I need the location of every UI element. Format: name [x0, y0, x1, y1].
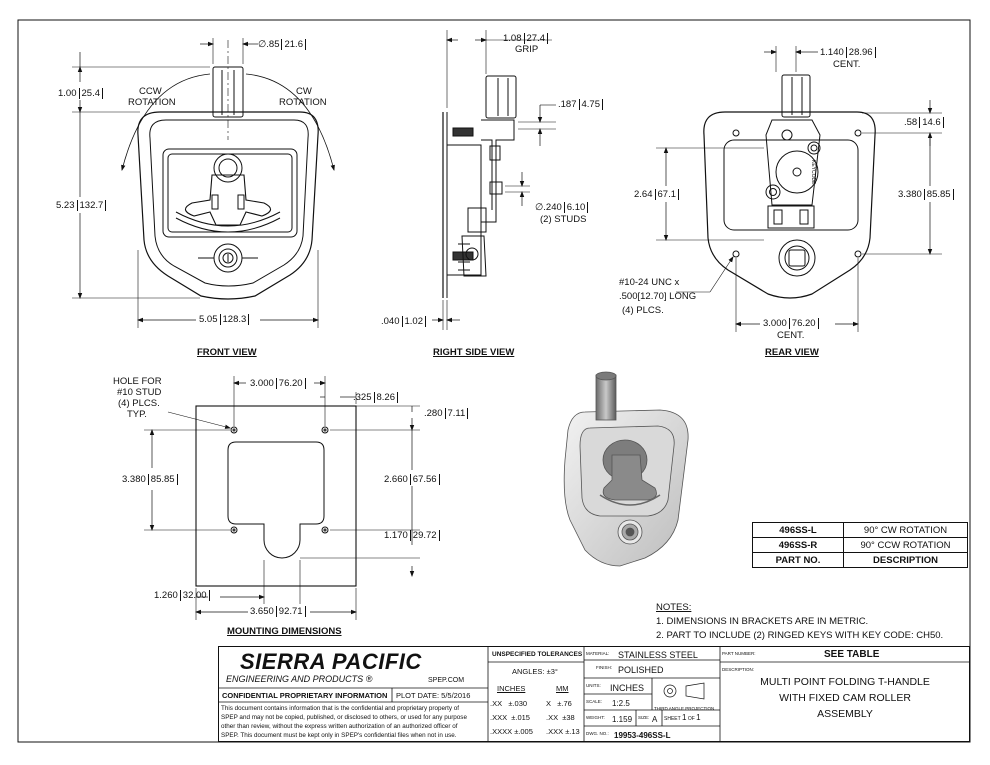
units-value: INCHES	[610, 683, 645, 693]
title-block	[218, 646, 970, 742]
tol-mm-header: MM	[556, 684, 569, 693]
weight-label: WEIGHT:	[586, 715, 605, 720]
scale-value: 1:2.5	[612, 699, 630, 708]
front-view	[72, 38, 335, 328]
notes-heading: NOTES:	[656, 602, 692, 613]
isometric-render	[563, 371, 689, 567]
company-subtitle: ENGINEERING AND PRODUCTS ®	[226, 674, 373, 684]
tol-inch-rows: .XX ±.030 .XXX ±.015 .XXXX ±.005	[490, 699, 533, 736]
tol-inches-header: INCHES	[497, 684, 526, 693]
company-logo: SIERRA PACIFIC	[240, 649, 422, 674]
tolerance-title: UNSPECIFIED TOLERANCES	[492, 651, 583, 658]
thread-line-3: (4) PLCS.	[622, 305, 664, 316]
registered-icon: ®	[365, 674, 373, 684]
right-side-view	[432, 30, 556, 330]
material-value: STAINLESS STEEL	[618, 650, 698, 660]
finish-label: FINISH:	[596, 665, 613, 670]
part-number-cell: 496SS-L	[752, 522, 844, 538]
hole-line-4: TYP.	[127, 409, 147, 420]
dwg-value: 19953-496SS-L	[614, 731, 671, 740]
dwg-label: DWG. NO.:	[586, 731, 609, 736]
ccw-label: CCW	[139, 86, 162, 97]
part-number-value: SEE TABLE	[824, 649, 880, 660]
sheet-info: SHEET 1 OF 1	[664, 713, 701, 722]
cw-label: CW	[296, 86, 312, 97]
projection-label: THIRD ANGLE PROJECTION	[654, 706, 715, 711]
material-label: MATERIAL:	[586, 651, 610, 656]
disclaimer: This document contains information that …	[221, 705, 467, 739]
cent3000-label: CENT.	[777, 330, 805, 341]
description-label: DESCRIPTION:	[722, 667, 755, 672]
ccw-rotation-label: ROTATION	[128, 97, 176, 108]
mounting-view-title: MOUNTING DIMENSIONS	[227, 626, 342, 637]
thread-line-1: #10-24 UNC x	[619, 277, 680, 288]
stud-label: (2) STUDS	[540, 214, 587, 225]
plot-date: PLOT DATE: 5/5/2016	[396, 691, 471, 700]
description-header: DESCRIPTION	[843, 552, 968, 568]
size-value: A	[652, 715, 658, 724]
title-block-lines	[218, 646, 970, 742]
notes-block: NOTES: 1. DIMENSIONS IN BRACKETS ARE IN …	[656, 601, 943, 643]
grip-label: GRIP	[515, 44, 539, 55]
weight-value: 1.159	[612, 715, 633, 724]
part-number-cell: 496SS-R	[752, 537, 844, 553]
mounting-view	[144, 376, 420, 620]
finish-value: POLISHED	[618, 665, 664, 675]
front-view-title: FRONT VIEW	[197, 347, 257, 358]
scale-label: SCALE:	[586, 699, 603, 704]
description-cell: 90° CW ROTATION	[843, 522, 968, 538]
tol-mm-rows: X ±.76 .XX ±38 .XXX ±.13	[546, 699, 580, 736]
rear-marking: KEYCODE	[810, 160, 816, 185]
right-side-view-title: RIGHT SIDE VIEW	[433, 347, 515, 358]
part-no-header: PART NO.	[752, 552, 844, 568]
note-item: 2. PART TO INCLUDE (2) RINGED KEYS WITH …	[656, 630, 944, 641]
rear-view-title: REAR VIEW	[765, 347, 819, 358]
confidential-label: CONFIDENTIAL PROPRIETARY INFORMATION	[222, 691, 388, 700]
rear-view	[656, 46, 942, 332]
company-web: SPEP.COM	[428, 677, 465, 684]
tolerance-angles: ANGLES: ±3°	[512, 667, 558, 676]
hole-line-2: #10 STUD	[117, 387, 162, 398]
hole-line-3: (4) PLCS.	[118, 398, 160, 409]
cw-rotation-label: ROTATION	[279, 97, 327, 108]
cent1140-label: CENT.	[833, 59, 861, 70]
description-cell: 90° CCW ROTATION	[843, 537, 968, 553]
thread-line-2: .500[12.70] LONG	[619, 291, 697, 302]
note-item: 1. DIMENSIONS IN BRACKETS ARE IN METRIC.	[656, 616, 869, 627]
table-header-row: PART NO.DESCRIPTION	[752, 552, 968, 568]
projection-symbol-icon	[663, 682, 705, 700]
part-number-label: PART NUMBER:	[722, 651, 756, 656]
size-label: SIZE:	[638, 715, 650, 720]
units-label: UNITS:	[586, 683, 601, 688]
hole-line-1: HOLE FOR	[113, 376, 162, 387]
